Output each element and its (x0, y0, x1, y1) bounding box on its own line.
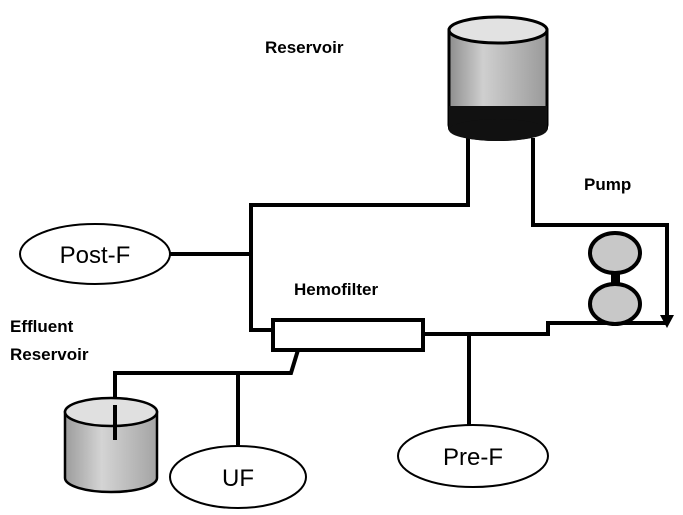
reservoir (447, 15, 549, 141)
hemofilter (271, 318, 425, 352)
effluent-reservoir-label-line1: Effluent (10, 317, 74, 336)
post-f-label: Post-F (60, 242, 131, 269)
reservoir-top (447, 15, 549, 45)
pre-f-oval (397, 424, 549, 488)
pump (588, 231, 642, 326)
pump-roller-bottom (588, 282, 642, 326)
effluent-reservoir-body (63, 410, 159, 494)
pump-roller-link (611, 272, 620, 286)
pump-label: Pump (584, 175, 631, 194)
hemofilter-label: Hemofilter (294, 280, 378, 299)
uf-label: UF (222, 465, 254, 492)
effluent-reservoir (63, 396, 159, 494)
effluent-reservoir-top (63, 396, 159, 428)
reservoir-return-line (249, 138, 470, 332)
pre-f-label: Pre-F (443, 444, 503, 471)
pump-arrow-icon (660, 315, 674, 328)
uf-oval (169, 445, 307, 509)
uf-node: UF (169, 445, 307, 509)
post-f-node: Post-F (19, 223, 171, 285)
post-f-oval (19, 223, 171, 285)
pump-to-hemofilter-line (422, 321, 667, 336)
reservoir-label: Reservoir (265, 38, 344, 57)
reservoir-to-pump-line (531, 138, 669, 318)
pump-roller-top (588, 231, 642, 275)
reservoir-band-bottom (449, 119, 547, 141)
effluent-reservoir-label-line2: Reservoir (10, 345, 89, 364)
pre-f-node: Pre-F (397, 424, 549, 488)
